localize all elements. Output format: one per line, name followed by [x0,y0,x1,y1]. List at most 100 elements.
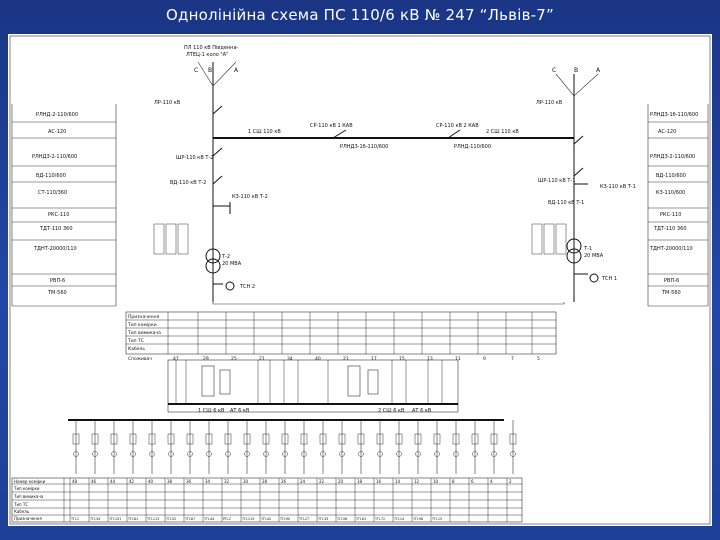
lower-cell-number: 10 [433,479,439,484]
upper-cell-number: 21 [343,356,349,362]
lower-cell-consumer: ТП-115 [241,517,254,521]
right-sr-label: ШР-110 кВ Т-1 [538,178,575,184]
feeder-ct [472,451,478,457]
feeder-breaker [490,433,498,445]
left-label-panel: РЛНД-2-110/600 АС-120 РЛНДЗ-2-110/600 ВД… [11,104,117,307]
lower-cell-number: 22 [319,479,325,484]
lower-row-1: Тип комірки [13,486,40,491]
lower-cell-number: 38 [167,479,173,484]
right-label-0: РЛНДЗ-1б-110/600 [650,112,698,118]
upper-cell-number: 29 [203,356,209,362]
left-label-9: ТМ-560 [47,290,67,296]
lower-cell-number: 6 [471,479,474,484]
feeder-breaker [471,433,479,445]
right-bus-110-label: 2 СШ 110 кВ [486,129,519,135]
lower-cell-consumer: ТП-33 [317,517,328,521]
upper-cell-number: 47 [173,356,179,362]
feeder-ct [320,451,326,457]
feeder-breaker [509,433,517,445]
feeder-breaker [129,433,137,445]
feeder-ct [92,451,98,457]
lower-cell-consumer: ТП-42 [260,517,271,521]
lower-cell-number: 36 [186,479,192,484]
bus6-right-label: 2 СШ 6 кВ [378,408,405,414]
feeder-ct [168,451,174,457]
feeder-breaker [395,433,403,445]
upper-cell-number: 13 [427,356,433,362]
single-line-diagram-panel: РЛНД-2-110/600 АС-120 РЛНДЗ-2-110/600 ВД… [8,34,712,526]
upper-cell-number: 11 [455,356,461,362]
phase-label-right-b: В [574,67,578,74]
right-label-panel: РЛНДЗ-1б-110/600 АС-120 РЛНДЗ-2-110/600 … [647,104,709,307]
left-tsn-label: ТСН 2 [239,284,255,290]
feeder-ct [301,451,307,457]
upper-row-5: Споживач [128,356,152,362]
left-label-4: СТ-110/360 [38,190,67,196]
lower-cell-consumer: ТП-27 [298,517,309,521]
phase-label-left-a: А [234,67,239,74]
sectional-device-label: РЛНДЗ-1б-110/600 [340,144,388,150]
lower-cell-consumer: ТП-52 [165,517,176,521]
upper-row-1: Тип комірки [127,322,157,328]
left-disconnector-label: ЛР-110 кВ [154,100,181,106]
right-label-1: АС-120 [658,129,676,135]
feeder-breaker [376,433,384,445]
feeder-breaker [243,433,251,445]
feeder-breaker [91,433,99,445]
lower-cell-number: 16 [376,479,382,484]
feeder-ct [377,451,383,457]
left-label-6: ТДТ-110 360 [39,226,73,232]
feeder-breaker [300,433,308,445]
feeder-breaker [281,433,289,445]
lower-cell-number: 26 [281,479,287,484]
lower-cell-consumer: ТП-44 [203,517,214,521]
upper-cell-number: 9 [483,356,486,362]
upper-row-0: Призначення [128,314,160,320]
lower-cell-number: 20 [338,479,344,484]
slide-title: Однолінійна схема ПС 110/6 кВ № 247 “Льв… [166,6,554,24]
bus6-right-b-label: АТ 6 кВ [412,408,432,414]
lower-cell-consumer: ТП-14 [393,517,404,521]
lower-cell-consumer: ТП-15 [431,517,442,521]
feeder-ct [510,451,516,457]
lower-cell-consumer: ТП-61 [355,517,366,521]
left-label-7: ТДНТ-20000/110 [33,246,77,252]
feeder-ct [415,451,421,457]
lower-row-0: Номер комірки [14,479,46,484]
feeder-breaker [72,433,80,445]
upper-cell-number: 21 [259,356,265,362]
left-kz-label: КЗ-110 кВ Т-2 [232,194,268,200]
phase-label-left-b: В [208,67,212,74]
lower-cell-number: 2 [509,479,512,484]
right-label-7: ТДНТ-20000/110 [649,246,693,252]
lower-cell-number: 46 [91,479,97,484]
feeder-ct [491,451,497,457]
upper-cell-number: 40 [315,356,321,362]
transformer-to-switchgear-link [212,302,565,305]
right-label-9: ТМ-560 [661,290,681,296]
feeder-ct [282,451,288,457]
upper-cell-table: Призначення Тип комірки Тип вимикача Тип… [125,311,557,362]
right-label-4: КЗ-110/600 [656,190,685,196]
sectional-right-label: СР-110 кВ 2 КАВ [436,123,479,129]
lower-cell-number: 28 [262,479,268,484]
lower-cell-number: 8 [452,479,455,484]
lower-cell-number: 14 [395,479,401,484]
feeder-ct [244,451,250,457]
left-line-title-2: ЛТЕЦ-1 коло "А" [186,52,228,58]
lower-cell-consumer: ТП-72 [374,517,385,521]
lower-cell-consumer: ТП-101 [108,517,121,521]
lower-feeders-6kv [68,419,517,474]
right-transformer-label: Т-1 [583,246,592,252]
right-label-6: ТДТ-110 360 [653,226,687,232]
right-line-entry: С В А ЛР-110 кВ [536,67,601,114]
right-label-8: РВП-6 [664,278,679,284]
right-feeder-110kv: ШР-110 кВ Т-1 ВД-110 кВ Т-1 КЗ-110 кВ Т-… [531,114,636,302]
left-bus-110-label: 1 СШ 110 кВ [248,129,281,135]
feeder-ct [263,451,269,457]
lower-cell-consumer: ТП-81 [127,517,138,521]
feeder-ct [111,451,117,457]
lower-cell-number: 18 [357,479,363,484]
right-label-3: ВД-110/600 [656,173,686,179]
